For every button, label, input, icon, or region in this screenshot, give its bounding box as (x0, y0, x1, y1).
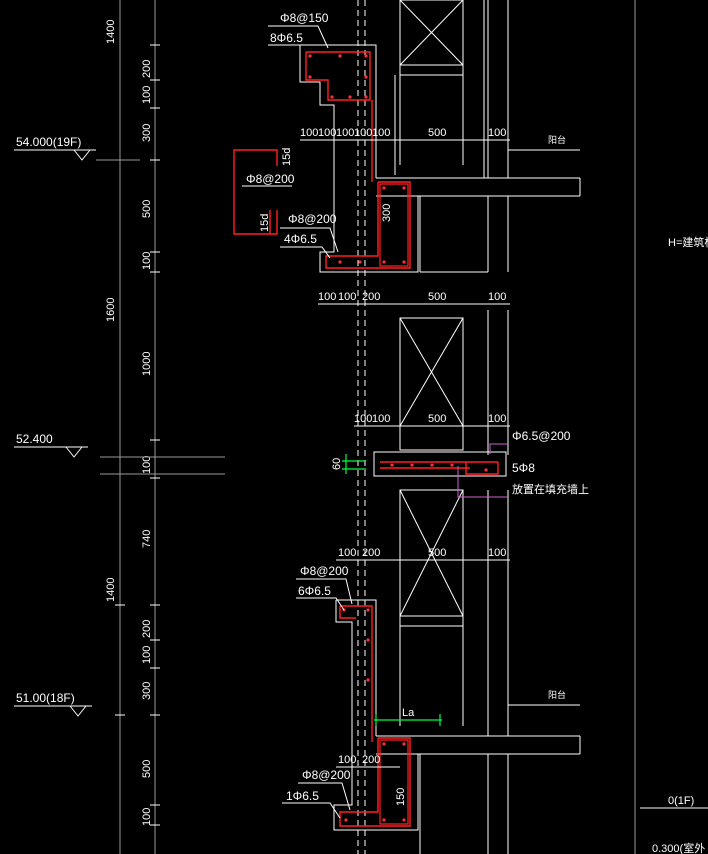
level-mark-18f: 51.00(18F) (14, 691, 92, 717)
svg-text:Φ8@200: Φ8@200 (246, 172, 295, 186)
callout-lower: Φ8@200 6Φ6.5 La (296, 564, 415, 719)
svg-text:100: 100 (488, 547, 506, 559)
dim-v-5: 100 (141, 252, 153, 270)
dim-v-1: 200 (141, 60, 153, 78)
rebar-mid-section (325, 181, 411, 269)
svg-text:60: 60 (331, 458, 343, 470)
svg-text:100: 100 (488, 127, 506, 139)
dim-v-14: 500 (141, 760, 153, 778)
svg-text:100: 100 (338, 291, 356, 303)
svg-text:阳台: 阳台 (548, 134, 566, 145)
svg-text:500: 500 (428, 291, 446, 303)
svg-text:15d: 15d (259, 214, 271, 232)
horizontal-dimension-rows (300, 139, 510, 768)
svg-text:Φ8@150: Φ8@150 (280, 11, 329, 25)
svg-text:15d: 15d (281, 148, 293, 166)
svg-text:Φ8@200: Φ8@200 (302, 768, 351, 782)
callout-top: Φ8@150 8Φ6.5 (268, 11, 329, 49)
svg-text:500: 500 (428, 127, 446, 139)
svg-text:100: 100 (372, 413, 390, 425)
rebar-bottom-section (339, 737, 411, 827)
dim-v-4: 500 (141, 200, 153, 218)
callout-hook: 15d Φ8@200 15d (242, 148, 295, 232)
callout-slab: Φ6.5@200 5Φ8 放置在填充墙上 60 (331, 429, 589, 496)
svg-text:500: 500 (428, 547, 446, 559)
rebar-hook-detail (233, 149, 278, 235)
svg-text:500: 500 (428, 413, 446, 425)
svg-text:200: 200 (362, 291, 380, 303)
svg-text:100: 100 (318, 127, 336, 139)
dim-v-3: 300 (141, 124, 153, 142)
svg-text:1Φ6.5: 1Φ6.5 (286, 789, 319, 803)
svg-text:5Φ8: 5Φ8 (512, 461, 535, 475)
svg-text:Φ8@200: Φ8@200 (288, 212, 337, 226)
center-wall-line (357, 0, 366, 854)
dim-v-7: 1000 (141, 352, 153, 376)
dim-v-2: 100 (141, 86, 153, 104)
svg-text:54.000(19F): 54.000(19F) (16, 135, 81, 149)
dim-v-11: 200 (141, 620, 153, 638)
svg-text:100: 100 (372, 127, 390, 139)
green-marks (342, 454, 442, 726)
svg-text:100: 100 (338, 754, 356, 766)
concrete-outlines (299, 44, 419, 831)
svg-text:52.400: 52.400 (16, 432, 53, 446)
svg-text:6Φ6.5: 6Φ6.5 (298, 584, 331, 598)
misc-labels: 阳台 阳台 H=建筑标 0(1F) 0.300(室外 (548, 134, 708, 854)
h-dim-row1: 100 100 100 100 100 500 100 (300, 127, 506, 139)
svg-text:La: La (402, 707, 415, 719)
magenta-leader (457, 443, 508, 498)
dim-v-8: 100 (141, 456, 153, 474)
svg-text:100: 100 (336, 127, 354, 139)
callout-mid: Φ8@200 4Φ6.5 300 (280, 204, 393, 259)
vertical-dimension-texts: 1400 200 100 300 500 100 1600 1000 100 7… (105, 20, 153, 826)
vertical-dimension-chain (115, 0, 160, 854)
svg-text:200: 200 (362, 547, 380, 559)
svg-text:300: 300 (381, 204, 393, 222)
callout-bottom: Φ8@200 1Φ6.5 150 (282, 768, 407, 819)
dim-v-15: 100 (141, 808, 153, 826)
svg-text:100: 100 (488, 413, 506, 425)
svg-text:0(1F): 0(1F) (668, 795, 694, 807)
dim-v-10: 1400 (105, 578, 117, 602)
level-mark-52400: 52.400 (14, 432, 225, 475)
svg-text:100: 100 (300, 127, 318, 139)
svg-text:阳台: 阳台 (548, 689, 566, 700)
rebar-lower-section (339, 605, 373, 742)
svg-text:100: 100 (354, 127, 372, 139)
h-dim-row3: 100 100 500 100 (354, 413, 506, 425)
dim-v-12: 100 (141, 646, 153, 664)
h-dim-row4: 100 200 500 100 (338, 547, 506, 559)
svg-text:放置在填充墙上: 放置在填充墙上 (512, 482, 589, 496)
svg-text:100: 100 (338, 547, 356, 559)
dim-v-9: 740 (141, 530, 153, 548)
h-dim-row2: 100 100 200 500 100 (318, 291, 506, 303)
svg-text:Φ6.5@200: Φ6.5@200 (512, 429, 571, 443)
h-dim-row5: 100 200 (338, 754, 380, 766)
dim-v-6: 1600 (105, 298, 117, 322)
svg-text:51.00(18F): 51.00(18F) (16, 691, 75, 705)
level-mark-19f: 54.000(19F) (14, 135, 140, 161)
svg-text:Φ8@200: Φ8@200 (300, 564, 349, 578)
svg-text:100: 100 (318, 291, 336, 303)
rebar-top-section (305, 51, 373, 182)
svg-text:100: 100 (488, 291, 506, 303)
svg-text:4Φ6.5: 4Φ6.5 (284, 232, 317, 246)
dim-v-13: 300 (141, 682, 153, 700)
svg-text:H=建筑标: H=建筑标 (668, 235, 708, 249)
rebar-slab-524 (380, 461, 499, 475)
svg-text:150: 150 (395, 788, 407, 806)
svg-text:200: 200 (362, 754, 380, 766)
svg-text:8Φ6.5: 8Φ6.5 (270, 31, 303, 45)
svg-text:100: 100 (354, 413, 372, 425)
dim-v-0: 1400 (105, 20, 117, 44)
svg-text:0.300(室外: 0.300(室外 (652, 841, 705, 854)
